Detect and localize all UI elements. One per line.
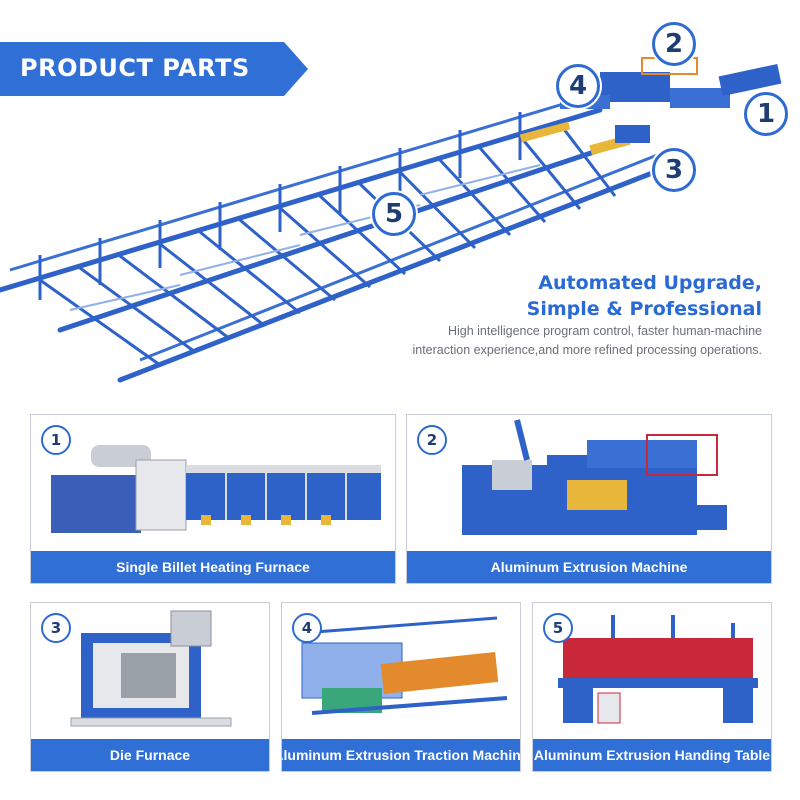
- card-label: Aluminum Extrusion Traction Machine: [282, 739, 520, 771]
- tagline-desc-line-2: interaction experience,and more refined …: [412, 343, 762, 357]
- billet-furnace-image: [51, 445, 381, 533]
- tagline-line-1: Automated Upgrade,: [538, 272, 762, 294]
- card-label: Aluminum Extrusion Handing Table: [533, 739, 771, 771]
- card-number-badge: 3: [41, 613, 71, 643]
- callout-5: 5: [372, 192, 416, 236]
- tagline-description: High intelligence program control, faste…: [332, 322, 762, 360]
- card-number-badge: 5: [543, 613, 573, 643]
- production-line-illustration: [0, 57, 782, 383]
- card-number-badge: 1: [41, 425, 71, 455]
- card-traction-machine[interactable]: 4 Aluminum Extrusion Traction Machine: [281, 602, 521, 772]
- card-billet-heating-furnace[interactable]: 1 Single Billet Heating Furnace: [30, 414, 396, 584]
- callout-3: 3: [652, 148, 696, 192]
- callout-1: 1: [744, 92, 788, 136]
- tagline-desc-line-1: High intelligence program control, faste…: [447, 324, 762, 338]
- traction-machine-image: [301, 616, 508, 715]
- callout-4: 4: [556, 64, 600, 108]
- card-extrusion-machine[interactable]: 2 Aluminum Extrusion Machine: [406, 414, 772, 584]
- tagline: Automated Upgrade, Simple & Professional: [527, 270, 762, 322]
- handing-table-image: [558, 615, 758, 724]
- die-furnace-image: [70, 610, 232, 727]
- card-label: Aluminum Extrusion Machine: [407, 551, 771, 583]
- tagline-line-2: Simple & Professional: [526, 298, 762, 320]
- extrusion-machine-image: [462, 419, 727, 535]
- card-die-furnace[interactable]: 3 Die Furnace: [30, 602, 270, 772]
- banner-title: PRODUCT PARTS: [20, 54, 250, 82]
- card-number-badge: 4: [292, 613, 322, 643]
- card-label: Die Furnace: [31, 739, 269, 771]
- product-parts-banner: PRODUCT PARTS: [0, 42, 310, 96]
- card-handing-table[interactable]: 5 Aluminum Extrusion Handing Table: [532, 602, 772, 772]
- card-number-badge: 2: [417, 425, 447, 455]
- callout-2: 2: [652, 22, 696, 66]
- card-label: Single Billet Heating Furnace: [31, 551, 395, 583]
